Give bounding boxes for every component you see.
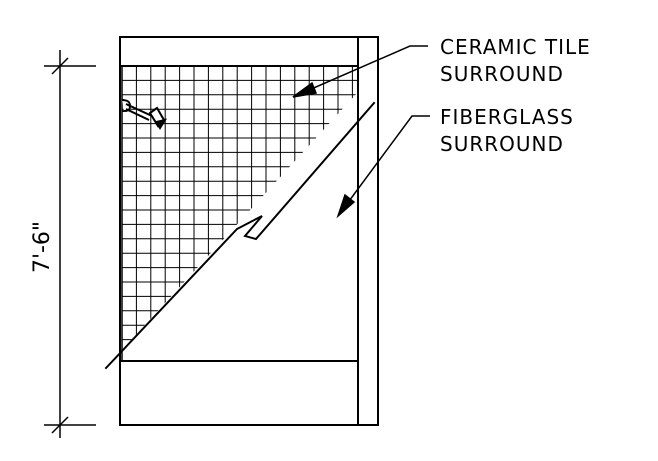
leader-fiberglass bbox=[336, 115, 430, 219]
height-dimension bbox=[44, 50, 96, 438]
label-fiberglass-line2: SURROUND bbox=[440, 132, 564, 156]
wall-outline bbox=[119, 36, 379, 426]
shower-head-icon bbox=[121, 99, 168, 130]
label-fiberglass-line1: FIBERGLASS bbox=[440, 105, 574, 129]
leader-ceramic bbox=[292, 45, 428, 98]
label-ceramic-line1: CERAMIC TILE bbox=[440, 35, 591, 59]
label-ceramic-line2: SURROUND bbox=[440, 62, 564, 86]
tick-top bbox=[51, 57, 69, 75]
tick-bottom bbox=[51, 416, 69, 434]
break-line bbox=[104, 101, 376, 370]
height-dimension-label: 7'-6" bbox=[30, 221, 55, 273]
